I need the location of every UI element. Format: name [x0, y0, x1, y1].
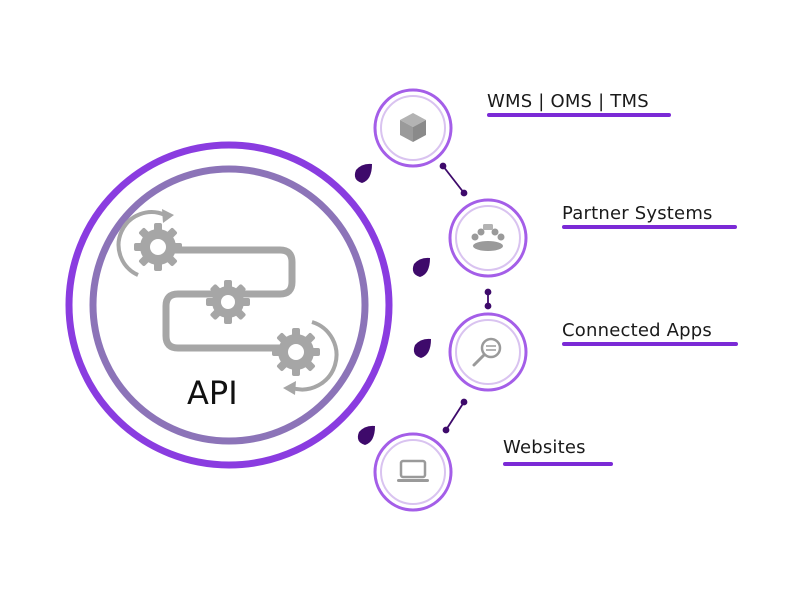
magnifier-document-icon — [472, 337, 502, 367]
connector-dots — [354, 163, 431, 445]
api-label: API — [187, 374, 238, 412]
gear-icon-bottom — [272, 328, 320, 376]
gear-icon-top — [134, 223, 182, 271]
connector-dot-3 — [413, 338, 431, 358]
underline-partner-systems — [562, 225, 737, 229]
connector-dot-1 — [354, 163, 372, 183]
people-group-icon — [471, 224, 505, 251]
gear-icon-middle — [206, 280, 250, 324]
label-websites: Websites — [503, 437, 586, 458]
node-connectors — [439, 162, 492, 434]
node-wms — [373, 88, 453, 168]
label-partner-systems: Partner Systems — [562, 203, 713, 224]
node-apps — [448, 312, 528, 392]
rotate-arrow-bottom-icon — [283, 320, 339, 395]
connector-dot-4 — [357, 425, 375, 445]
underline-connected-apps — [562, 342, 738, 346]
package-box-icon — [400, 113, 426, 142]
rotate-arrow-top-icon — [116, 209, 174, 277]
label-wms: WMS | OMS | TMS — [487, 91, 649, 112]
underline-wms — [487, 113, 671, 117]
underline-websites — [503, 462, 613, 466]
label-connected-apps: Connected Apps — [562, 320, 712, 341]
connector-dot-2 — [412, 257, 430, 277]
api-hub — [65, 141, 393, 469]
node-websites — [373, 432, 453, 512]
laptop-icon — [397, 459, 429, 482]
node-partners — [448, 198, 528, 278]
